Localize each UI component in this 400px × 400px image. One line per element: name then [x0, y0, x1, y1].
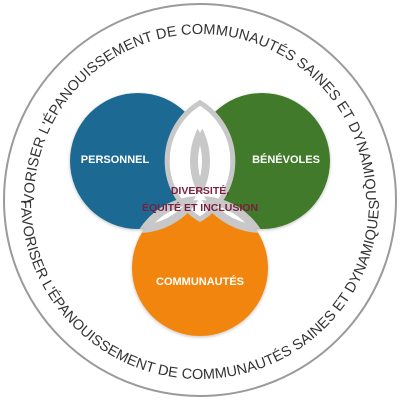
communautes-label: COMMUNAUTÉS: [156, 275, 244, 288]
benevoles-label: BÉNÉVOLES: [252, 153, 320, 166]
center-label-line-1: DIVERSITÉ,: [171, 184, 229, 197]
separator-left: -: [22, 192, 27, 208]
center-label-line-2: ÉQUITÉ ET INCLUSION: [142, 201, 258, 214]
personnel-circle: [70, 93, 206, 229]
benevoles-circle: [194, 93, 330, 229]
separator-right: -: [374, 192, 379, 208]
personnel-label: PERSONNEL: [81, 154, 150, 166]
intersection-pb: [190, 93, 206, 229]
communautes-circle: [132, 200, 268, 336]
